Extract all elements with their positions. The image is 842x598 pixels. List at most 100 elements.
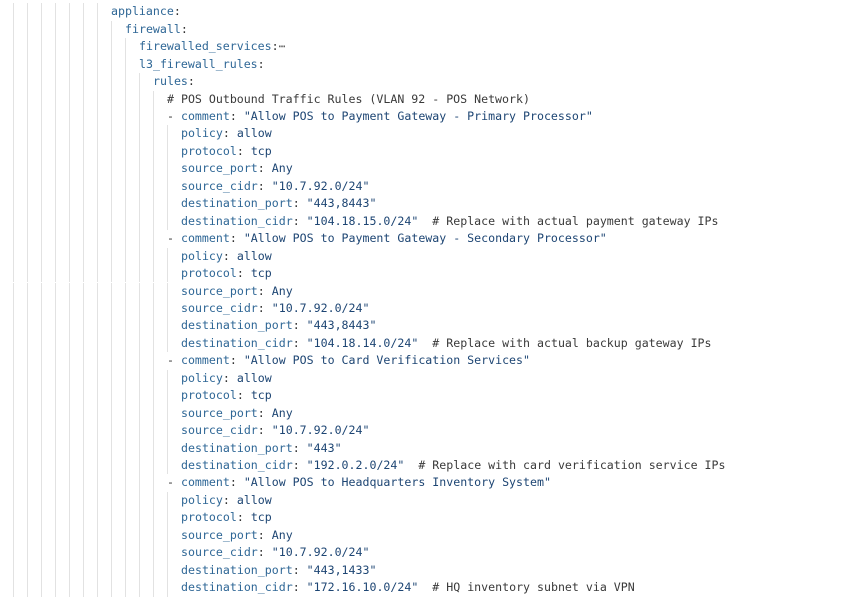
indent-guide: [55, 142, 56, 161]
code-line[interactable]: source_port: Any: [0, 526, 842, 545]
indent-guide: [27, 195, 28, 213]
indent-guide: [125, 282, 126, 300]
code-line[interactable]: - comment: "Allow POS to Payment Gateway…: [0, 108, 842, 126]
code-line[interactable]: destination_port: "443,8443": [0, 317, 842, 335]
indent-guide: [27, 160, 28, 178]
code-line[interactable]: source_port: Any: [0, 160, 842, 178]
code-line[interactable]: protocol: tcp: [0, 142, 842, 161]
code-line[interactable]: policy: allow: [0, 247, 842, 266]
indent-guide: [111, 334, 112, 353]
code-line[interactable]: - comment: "Allow POS to Headquarters In…: [0, 474, 842, 492]
indent-guide: [139, 387, 140, 405]
indent-guide: [83, 369, 84, 388]
indent-guide: [27, 317, 28, 335]
yaml-string: "104.18.14.0/24": [306, 335, 419, 350]
indent-guide: [55, 177, 56, 196]
yaml-string: "10.7.92.0/24": [271, 423, 370, 438]
indent-guide: [139, 526, 140, 545]
code-line[interactable]: protocol: tcp: [0, 265, 842, 283]
indent-guide: [97, 579, 98, 597]
indent-guide: [97, 177, 98, 196]
code-line[interactable]: - comment: "Allow POS to Card Verificati…: [0, 352, 842, 370]
indent-guide: [97, 195, 98, 213]
code-line[interactable]: protocol: tcp: [0, 387, 842, 405]
indent-guide: [41, 509, 42, 527]
indent-guide: [69, 160, 70, 178]
code-line[interactable]: destination_port: "443": [0, 439, 842, 457]
indent-guide: [83, 439, 84, 457]
code-line[interactable]: destination_cidr: "104.18.15.0/24" # Rep…: [0, 212, 842, 231]
indent-guide: [13, 90, 14, 108]
code-line[interactable]: source_cidr: "10.7.92.0/24": [0, 177, 842, 196]
code-text: firewall:: [125, 21, 188, 38]
code-line[interactable]: source_cidr: "10.7.92.0/24": [0, 299, 842, 318]
indent-guide: [41, 108, 42, 126]
indent-guide: [111, 561, 112, 580]
indent-guide: [97, 387, 98, 405]
code-line[interactable]: rules:: [0, 73, 842, 91]
indent-guide: [27, 352, 28, 370]
indent-guide: [69, 108, 70, 126]
code-line[interactable]: firewalled_services:⋯: [0, 38, 842, 56]
yaml-string: "10.7.92.0/24": [271, 178, 370, 193]
code-line[interactable]: appliance:: [0, 3, 842, 21]
indent-guide: [125, 404, 126, 423]
indent-guide: [83, 579, 84, 597]
indent-guide: [111, 474, 112, 492]
code-line[interactable]: policy: allow: [0, 125, 842, 143]
code-line[interactable]: firewall:: [0, 20, 842, 39]
indent-guide: [97, 212, 98, 231]
indent-guide: [41, 457, 42, 475]
indent-guide: [41, 20, 42, 39]
code-line[interactable]: - comment: "Allow POS to Payment Gateway…: [0, 230, 842, 248]
code-text: protocol: tcp: [181, 387, 272, 404]
indent-guide: [97, 439, 98, 457]
ellipsis-icon[interactable]: ⋯: [278, 39, 286, 54]
indent-guide: [139, 369, 140, 388]
code-line[interactable]: protocol: tcp: [0, 509, 842, 527]
indent-guide: [97, 544, 98, 562]
indent-guide: [13, 387, 14, 405]
indent-guide: [27, 491, 28, 510]
indent-guide: [139, 457, 140, 475]
yaml-punctuation: -: [167, 353, 181, 368]
yaml-punctuation: :: [292, 196, 307, 211]
indent-guide: [111, 108, 112, 126]
indent-guide: [55, 369, 56, 388]
indent-guide: [153, 457, 154, 475]
code-line[interactable]: destination_cidr: "172.16.10.0/24" # HQ …: [0, 579, 842, 597]
indent-guide: [139, 509, 140, 527]
code-line[interactable]: source_port: Any: [0, 282, 842, 300]
indent-guide: [97, 73, 98, 91]
indent-guide: [125, 177, 126, 196]
code-line[interactable]: destination_port: "443,8443": [0, 195, 842, 213]
indent-guide: [125, 544, 126, 562]
code-line[interactable]: l3_firewall_rules:: [0, 55, 842, 74]
yaml-punctuation: :: [292, 440, 307, 455]
code-line[interactable]: destination_cidr: "104.18.14.0/24" # Rep…: [0, 334, 842, 353]
indent-guide: [27, 282, 28, 300]
indent-guide: [55, 439, 56, 457]
indent-guide: [139, 282, 140, 300]
code-line[interactable]: source_cidr: "10.7.92.0/24": [0, 422, 842, 440]
indent-guide: [55, 299, 56, 318]
indent-guide: [125, 247, 126, 266]
yaml-punctuation: :: [257, 405, 272, 420]
code-line[interactable]: policy: allow: [0, 369, 842, 388]
code-line[interactable]: policy: allow: [0, 491, 842, 510]
indent-guide: [97, 422, 98, 440]
code-line[interactable]: destination_cidr: "192.0.2.0/24" # Repla…: [0, 457, 842, 475]
yaml-key: rules: [153, 74, 188, 89]
indent-guide: [97, 282, 98, 300]
yaml-key: appliance: [111, 4, 174, 19]
code-line[interactable]: # POS Outbound Traffic Rules (VLAN 92 - …: [0, 90, 842, 108]
indent-guide: [69, 544, 70, 562]
code-text: source_cidr: "10.7.92.0/24": [181, 544, 369, 561]
yaml-key: comment: [180, 353, 230, 368]
code-line[interactable]: source_cidr: "10.7.92.0/24": [0, 544, 842, 562]
indent-guide: [55, 55, 56, 74]
indent-guide: [55, 160, 56, 178]
code-line[interactable]: source_port: Any: [0, 404, 842, 423]
code-line[interactable]: destination_port: "443,1433": [0, 561, 842, 580]
